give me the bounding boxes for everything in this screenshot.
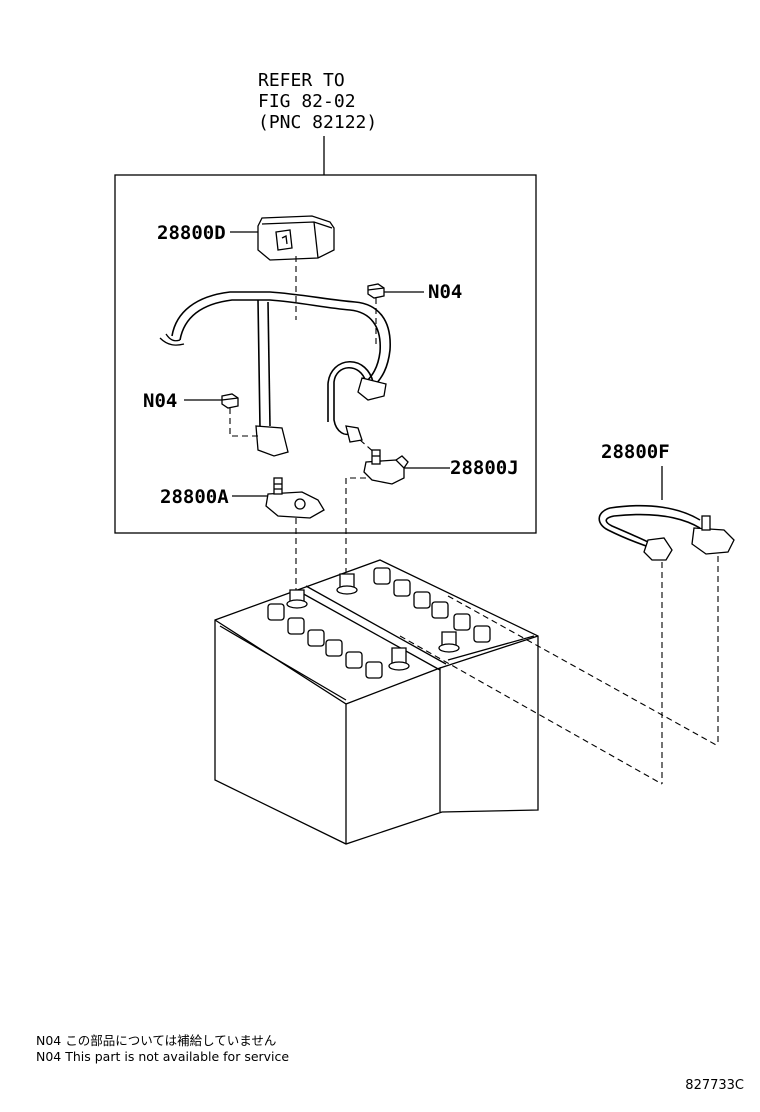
figure-code: 827733C [685,1078,744,1093]
battery-dash-guide-2 [399,635,663,785]
refer-to-line-2: FIG 82-02 [258,91,356,112]
refer-to-line-3: (PNC 82122) [258,112,377,133]
negative-terminal-part [363,449,409,485]
battery-body [214,559,539,845]
positive-terminal-part [265,477,325,519]
battery-dash-guide-1 [447,595,719,747]
terminal-cover-part [257,215,335,261]
battery-cell-caps [267,567,491,679]
cable-group-frame [114,174,537,534]
sub-cable-part [598,504,735,561]
label-28800F: 28800F [601,441,670,463]
note-japanese: N04 この部品については補給していません [36,1033,277,1048]
refer-to-line-1: REFER TO [258,70,345,91]
cable-dash-guide [359,439,377,455]
battery-cable-harness [159,291,391,457]
terminal-j-dash-guide [345,477,366,572]
nut-left-part [221,393,239,409]
label-N04-top: N04 [428,281,462,303]
nut-top-part [367,283,385,299]
label-28800D: 28800D [157,222,226,244]
label-N04-left: N04 [143,390,177,412]
label-28800J: 28800J [450,457,519,479]
label-28800A: 28800A [160,486,229,508]
note-english: N04 This part is not available for servi… [36,1049,290,1064]
